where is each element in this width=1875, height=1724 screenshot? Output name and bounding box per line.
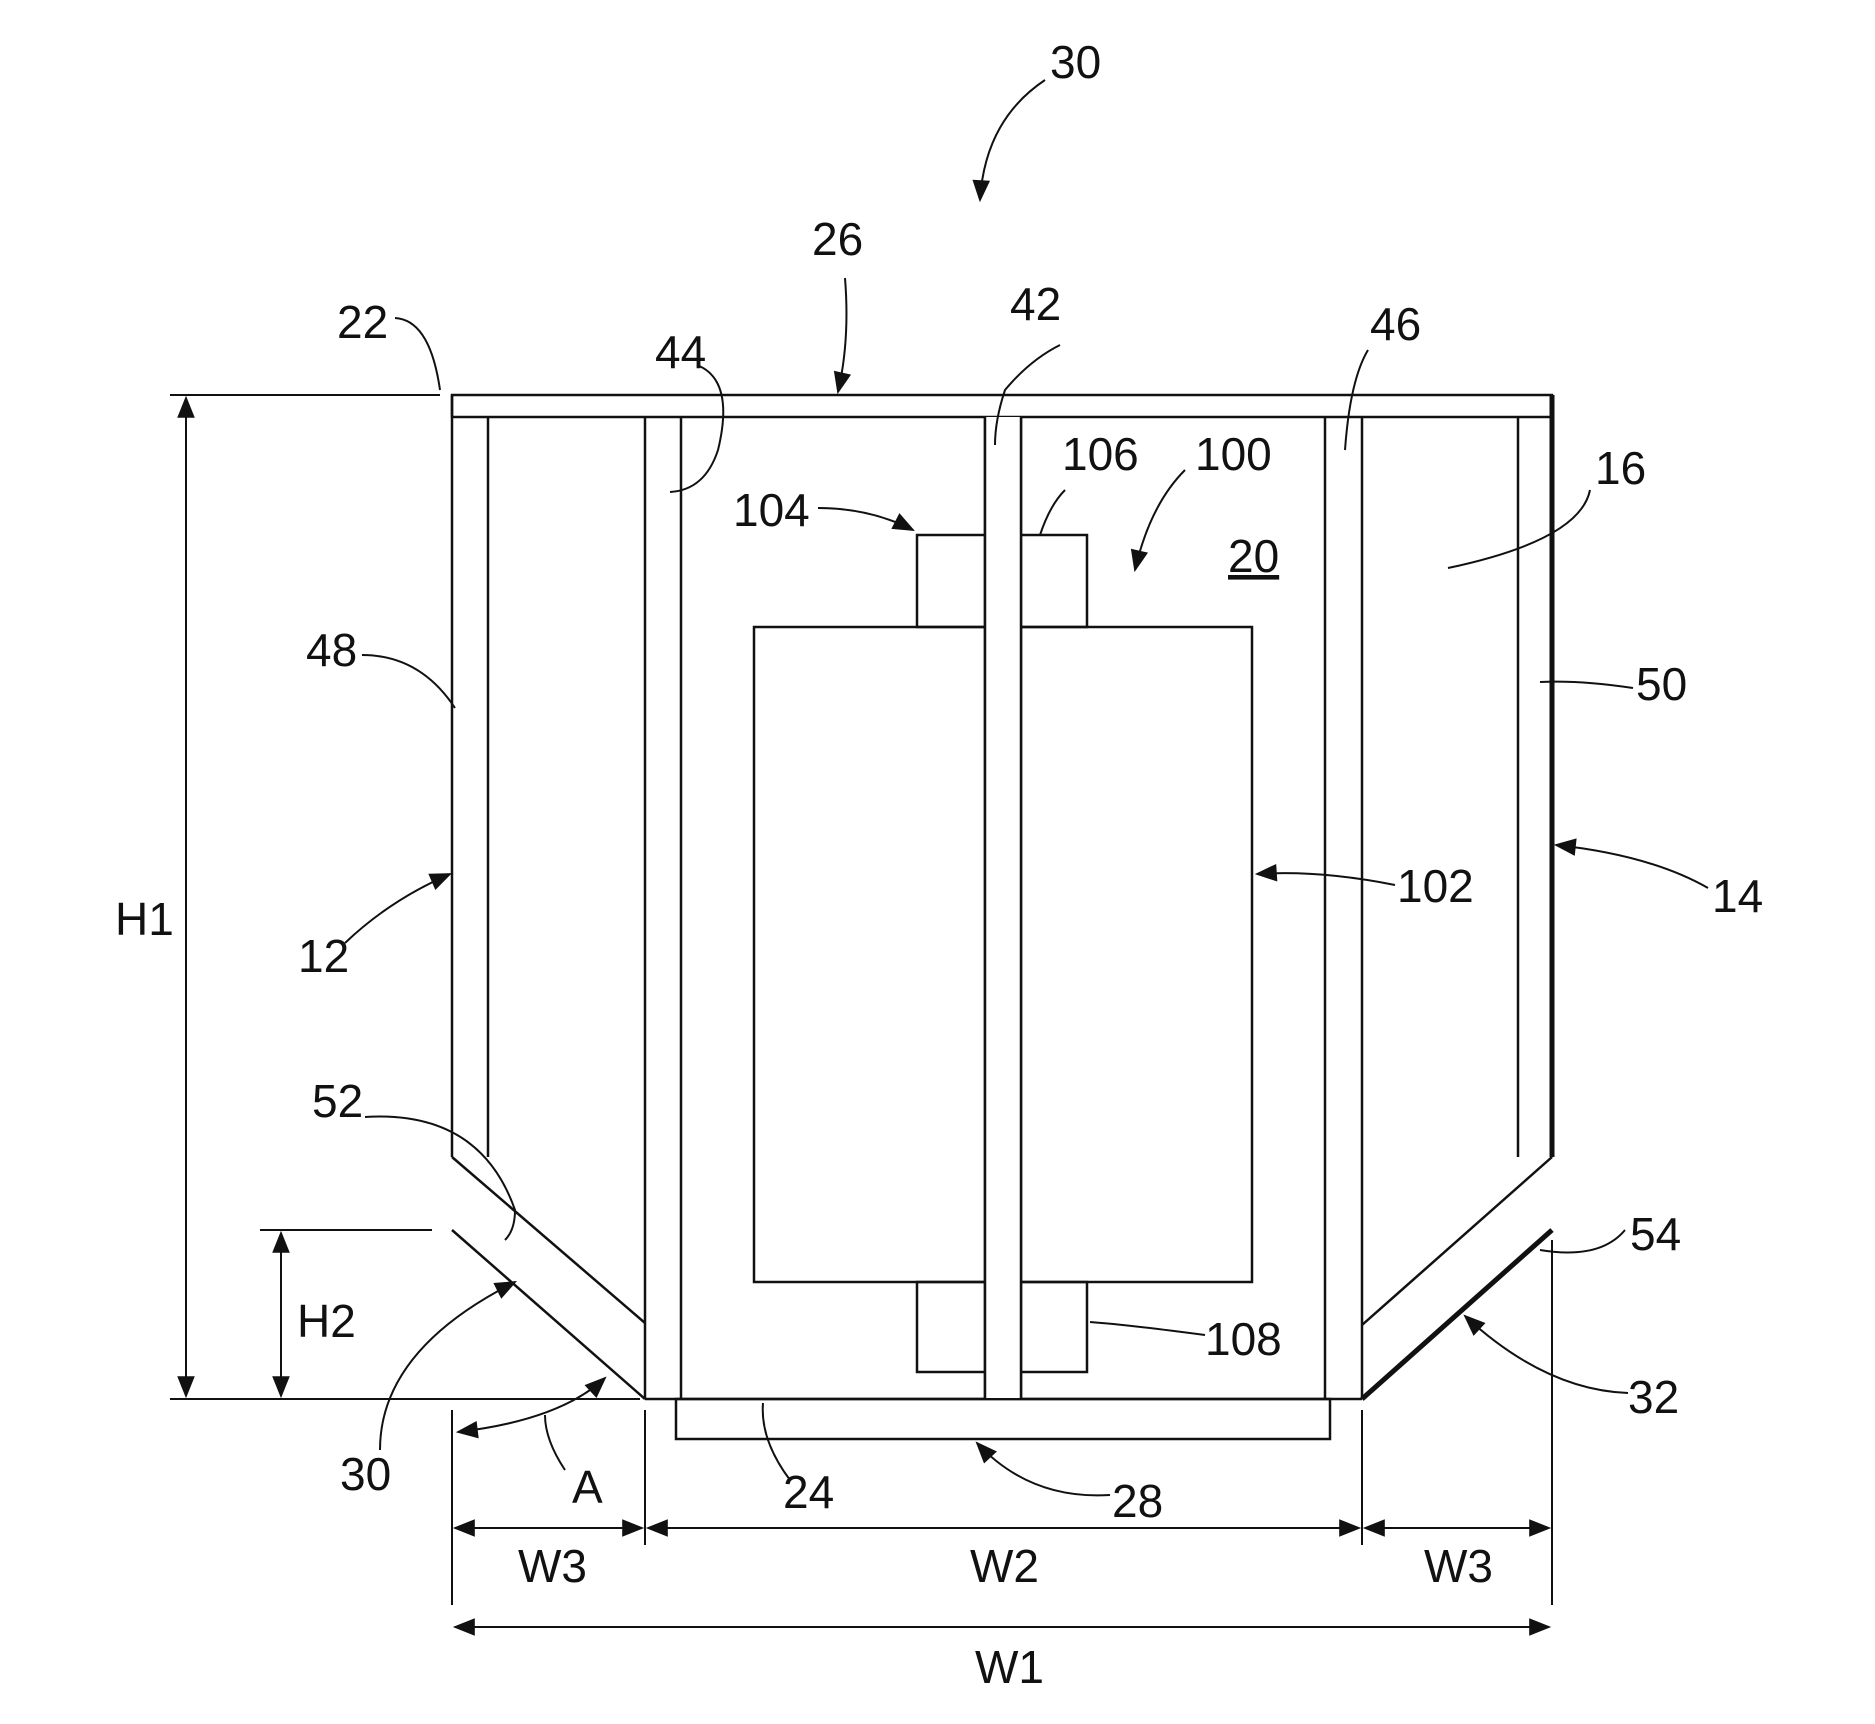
label-w3-left: W3 [518, 1540, 587, 1592]
ref-106: 106 [1062, 428, 1139, 480]
ref-28: 28 [1112, 1475, 1163, 1527]
ref-100: 100 [1195, 428, 1272, 480]
label-h1: H1 [115, 893, 174, 945]
ref-30-bottom: 30 [340, 1448, 391, 1500]
label-w2: W2 [970, 1540, 1039, 1592]
ref-26: 26 [812, 213, 863, 265]
ref-12: 12 [298, 930, 349, 982]
ref-14: 14 [1712, 870, 1763, 922]
ref-20: 20 [1228, 530, 1279, 582]
dimension-labels: H1 H2 W3 W2 W3 W1 [115, 893, 1493, 1693]
right-chamfer-outer [1362, 1230, 1552, 1399]
ref-102: 102 [1397, 860, 1474, 912]
ref-24: 24 [783, 1466, 834, 1518]
label-w3-right: W3 [1424, 1540, 1493, 1592]
ref-44: 44 [655, 326, 706, 378]
ref-48: 48 [306, 624, 357, 676]
ref-52: 52 [312, 1075, 363, 1127]
ref-104: 104 [733, 484, 810, 536]
ref-42: 42 [1010, 278, 1061, 330]
ref-46: 46 [1370, 298, 1421, 350]
bottom-panel [676, 1399, 1330, 1439]
ref-108: 108 [1205, 1313, 1282, 1365]
ref-30-top: 30 [1050, 36, 1101, 88]
ref-16: 16 [1595, 442, 1646, 494]
left-chamfer-inner [452, 1157, 645, 1323]
dimension-lines [170, 395, 1552, 1627]
left-chamfer-outer [452, 1230, 645, 1399]
container-body [452, 395, 1552, 1439]
ref-32: 32 [1628, 1371, 1679, 1423]
label-angle-a: A [572, 1461, 603, 1513]
angle-a-arc [458, 1378, 605, 1432]
ref-50: 50 [1636, 658, 1687, 710]
ref-54: 54 [1630, 1208, 1681, 1260]
ref-22: 22 [337, 296, 388, 348]
right-chamfer-inner [1362, 1157, 1552, 1325]
reference-labels: 30 26 22 44 42 46 106 100 104 20 16 48 5… [298, 36, 1763, 1527]
label-w1: W1 [975, 1641, 1044, 1693]
label-h2: H2 [297, 1295, 356, 1347]
